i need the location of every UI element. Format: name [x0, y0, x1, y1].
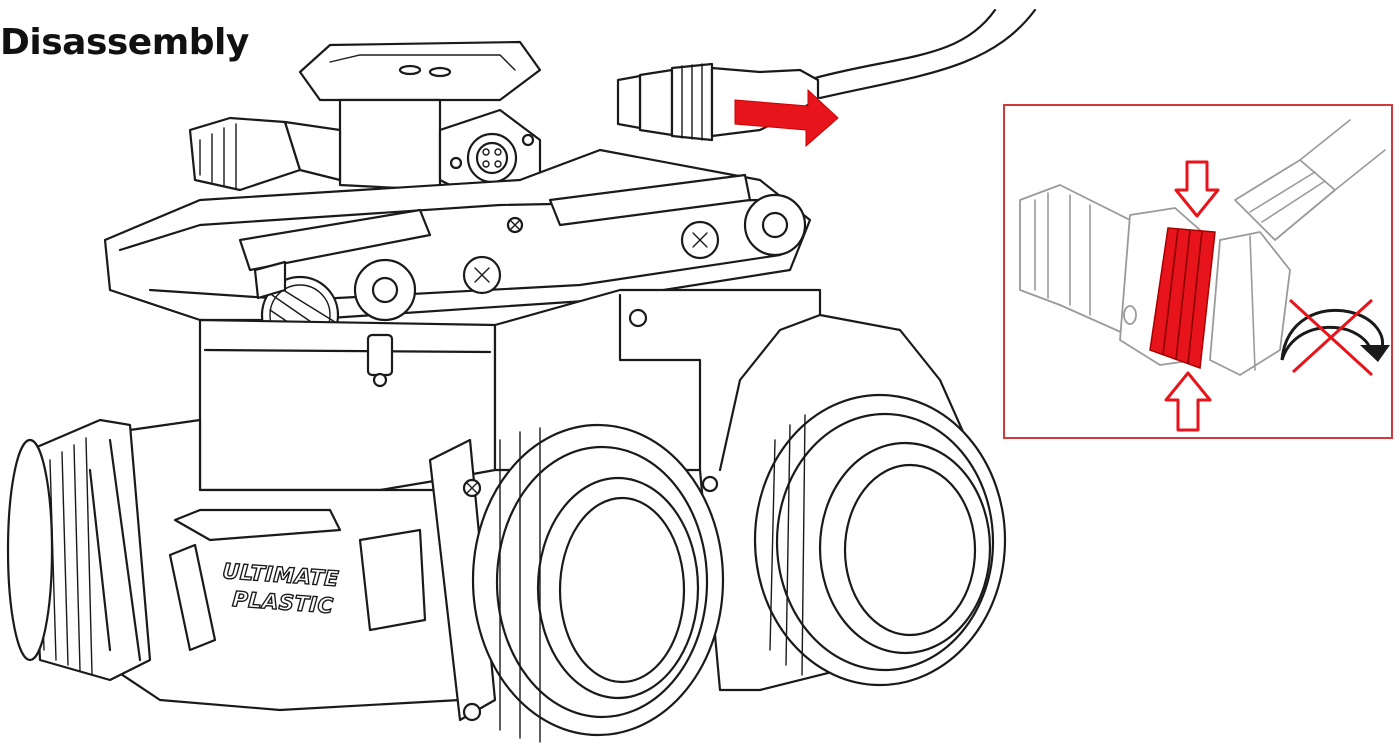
- press-arrows-icon: [1164, 160, 1220, 432]
- mount-plate: [298, 40, 542, 192]
- left-tube: ULTIMATE PLASTIC: [6, 418, 462, 712]
- red-arrow-right-icon: [734, 88, 839, 148]
- page-title: Disassembly: [0, 22, 249, 63]
- power-connector-port[interactable]: [438, 108, 542, 202]
- crossed-rotate-icon: [1280, 298, 1390, 377]
- right-objective-lens: [753, 393, 1007, 687]
- left-objective-lens: [428, 423, 725, 743]
- connector-detail-inset: [1003, 104, 1393, 439]
- bridge-assembly: [103, 116, 812, 355]
